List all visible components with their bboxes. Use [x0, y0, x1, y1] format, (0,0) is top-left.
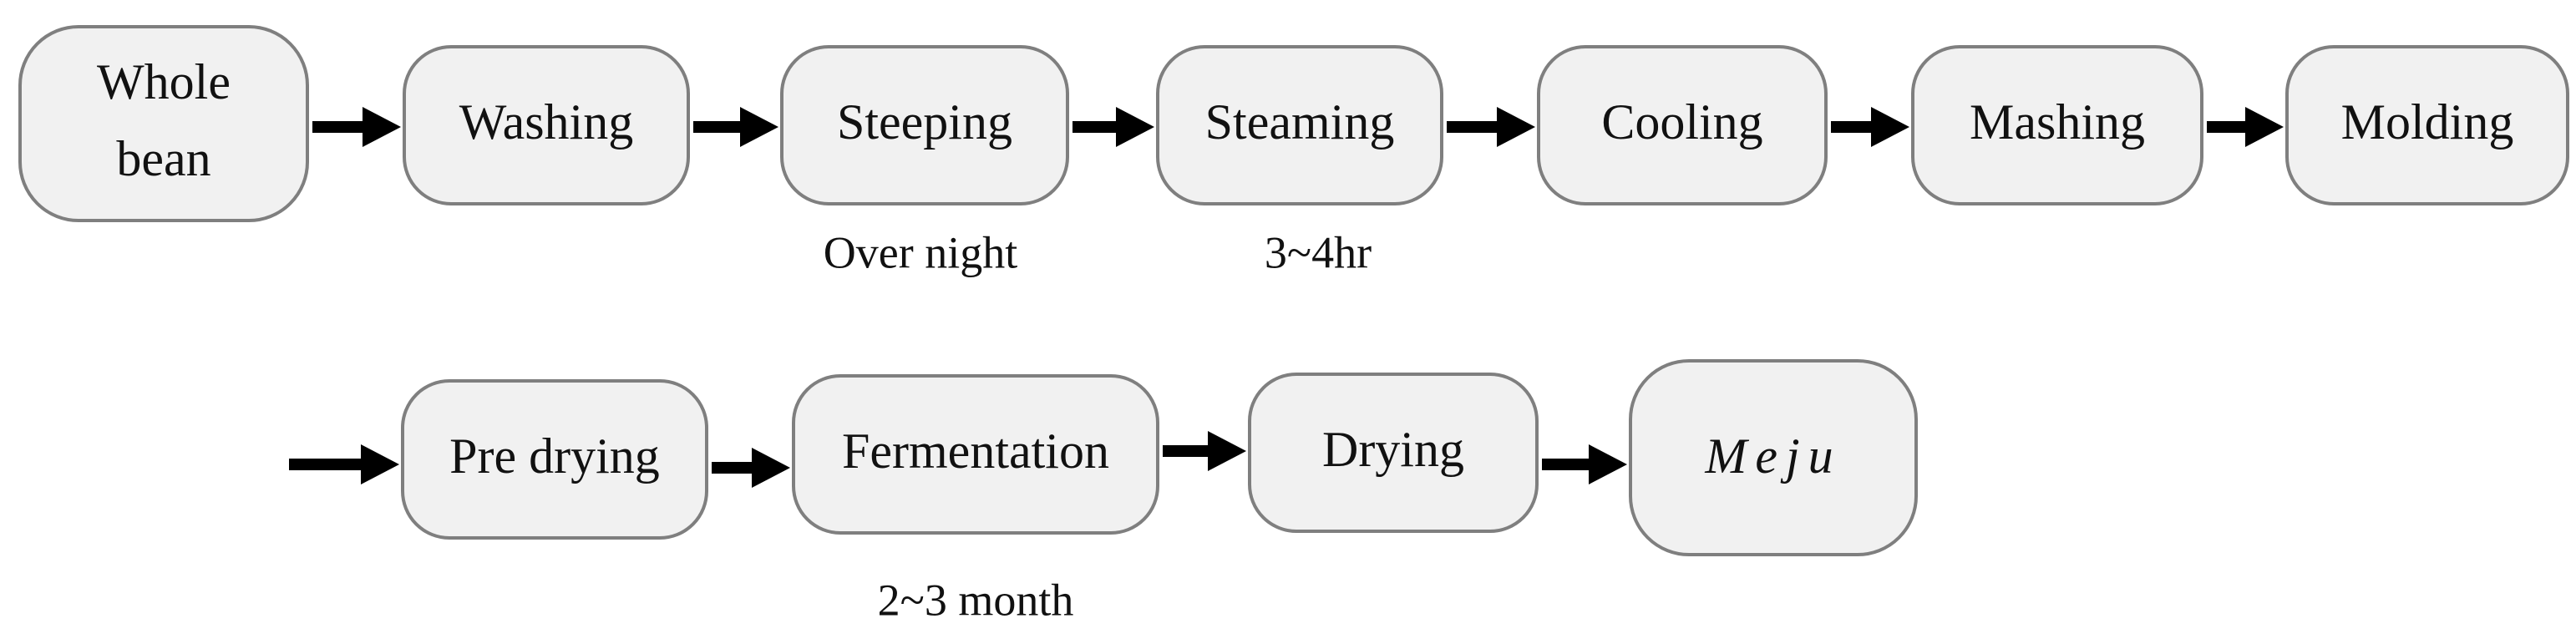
- step-whole-bean: Whole bean: [18, 25, 309, 222]
- step-meju: Meju: [1629, 359, 1918, 556]
- arrow-right-icon: [2207, 107, 2284, 147]
- arrow-right-icon: [1163, 431, 1246, 471]
- step-label: Steaming: [1205, 94, 1395, 150]
- step-label: Mashing: [1970, 94, 2145, 150]
- arrow-right-icon: [1447, 107, 1535, 147]
- step-note-fermentation: 2~3 month: [878, 575, 1074, 625]
- step-pre-drying: Pre drying: [401, 379, 708, 540]
- step-steeping: Steeping: [780, 45, 1069, 205]
- step-cooling: Cooling: [1537, 45, 1828, 205]
- arrow-right-icon: [1072, 107, 1154, 147]
- step-molding: Molding: [2285, 45, 2569, 205]
- step-drying: Drying: [1248, 373, 1539, 533]
- step-fermentation: Fermentation: [792, 374, 1159, 535]
- step-label: Molding: [2341, 94, 2514, 150]
- step-label: Washing: [459, 94, 633, 150]
- step-mashing: Mashing: [1911, 45, 2203, 205]
- step-note-steeping: Over night: [824, 227, 1017, 277]
- step-label: Drying: [1322, 422, 1464, 477]
- arrow-right-icon: [712, 448, 790, 488]
- arrow-right-icon: [693, 107, 778, 147]
- step-label: Cooling: [1601, 94, 1762, 150]
- arrow-right-icon: [289, 444, 399, 484]
- arrow-right-icon: [312, 107, 401, 147]
- step-note-steaming: 3~4hr: [1265, 227, 1372, 277]
- step-label-line: bean: [116, 131, 210, 186]
- step-washing: Washing: [403, 45, 690, 205]
- step-steaming: Steaming: [1156, 45, 1443, 205]
- arrow-right-icon: [1831, 107, 1909, 147]
- step-label: Steeping: [837, 94, 1012, 150]
- step-label: Fermentation: [842, 423, 1109, 479]
- step-label: Pre drying: [449, 428, 660, 484]
- step-label-line: Whole: [97, 54, 231, 109]
- arrow-right-icon: [1542, 444, 1627, 484]
- step-label-meju: Meju: [1704, 428, 1841, 484]
